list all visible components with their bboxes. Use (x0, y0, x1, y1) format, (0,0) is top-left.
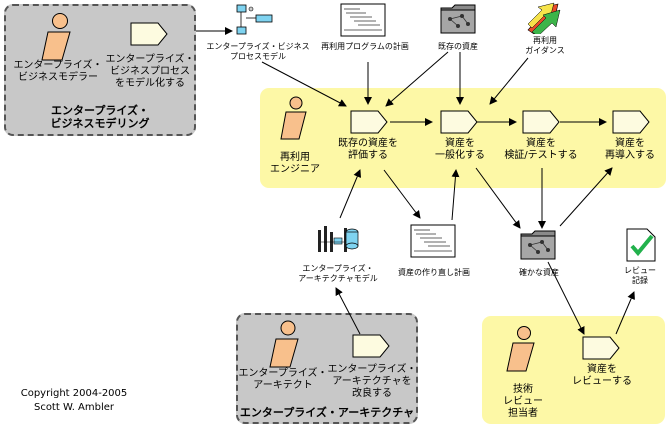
activity-pentagon-icon (440, 110, 478, 134)
activity-evaluate-assets: 既存の資産を 評価する (338, 138, 398, 161)
folder-icon (520, 230, 556, 260)
person-icon (41, 13, 71, 61)
role-reuse-engineer: 再利用 エンジニア (270, 152, 320, 175)
activity-model-business-process: エンタープライズ・ ビジネスプロセス をモデル化する (105, 54, 195, 89)
activity-improve-architecture: エンタープライズ・ アーキテクチャを 改良する (327, 364, 417, 399)
guidance-arrows-icon (527, 2, 561, 34)
business-modeling-area (4, 4, 196, 136)
folder-icon (440, 4, 476, 34)
artifact-business-process-model: エンタープライズ・ビジネス プロセスモデル (206, 42, 310, 61)
check-document-icon (626, 228, 656, 262)
role-business-modeler: エンタープライズ・ ビジネスモデラー (13, 60, 103, 83)
person-icon (280, 96, 307, 140)
activity-pentagon-icon (130, 22, 168, 46)
activity-pentagon-icon (522, 110, 560, 134)
activity-pentagon-icon (352, 334, 390, 358)
activity-pentagon-icon (582, 336, 620, 360)
copyright-line-1: Copyright 2004-2005 (20, 388, 128, 399)
activity-pentagon-icon (612, 110, 650, 134)
model-icon (318, 226, 359, 252)
artifact-review-record: レビュー 記録 (624, 266, 656, 285)
activity-reintroduce-asset: 資産を 再導入する (605, 138, 655, 161)
artifact-architecture-model: エンタープライズ・ アーキテクチャモデル (298, 264, 378, 283)
activity-generalize-asset: 資産を 一般化する (435, 138, 485, 161)
artifact-reuse-program-plan: 再利用プログラムの計画 (321, 42, 409, 51)
copyright-line-2: Scott W. Ambler (33, 402, 115, 413)
role-tech-reviewer: 技術 レビュー 担当者 (503, 384, 543, 419)
person-icon (506, 326, 535, 372)
area-title-business-modeling: エンタープライズ・ ビジネスモデリング (50, 104, 150, 130)
activity-review-asset: 資産を レビューする (572, 364, 632, 387)
artifact-asset-rework-plan: 資産の作り直し計画 (398, 268, 470, 277)
document-icon (340, 3, 386, 37)
role-architect: エンタープライズ・ アーキテクト (238, 368, 328, 391)
artifact-robust-assets: 確かな資産 (519, 268, 559, 277)
architecture-area (236, 313, 418, 424)
artifact-reuse-guidance: 再利用 ガイダンス (525, 36, 565, 55)
activity-verify-test-asset: 資産を 検証/テストする (504, 138, 578, 161)
activity-pentagon-icon (350, 110, 388, 134)
area-title-architecture: エンタープライズ・アーキテクチャ (239, 406, 415, 419)
person-icon (269, 320, 299, 368)
document-icon (410, 224, 456, 258)
model-icon (236, 4, 273, 35)
artifact-existing-assets: 既存の資産 (438, 42, 478, 51)
